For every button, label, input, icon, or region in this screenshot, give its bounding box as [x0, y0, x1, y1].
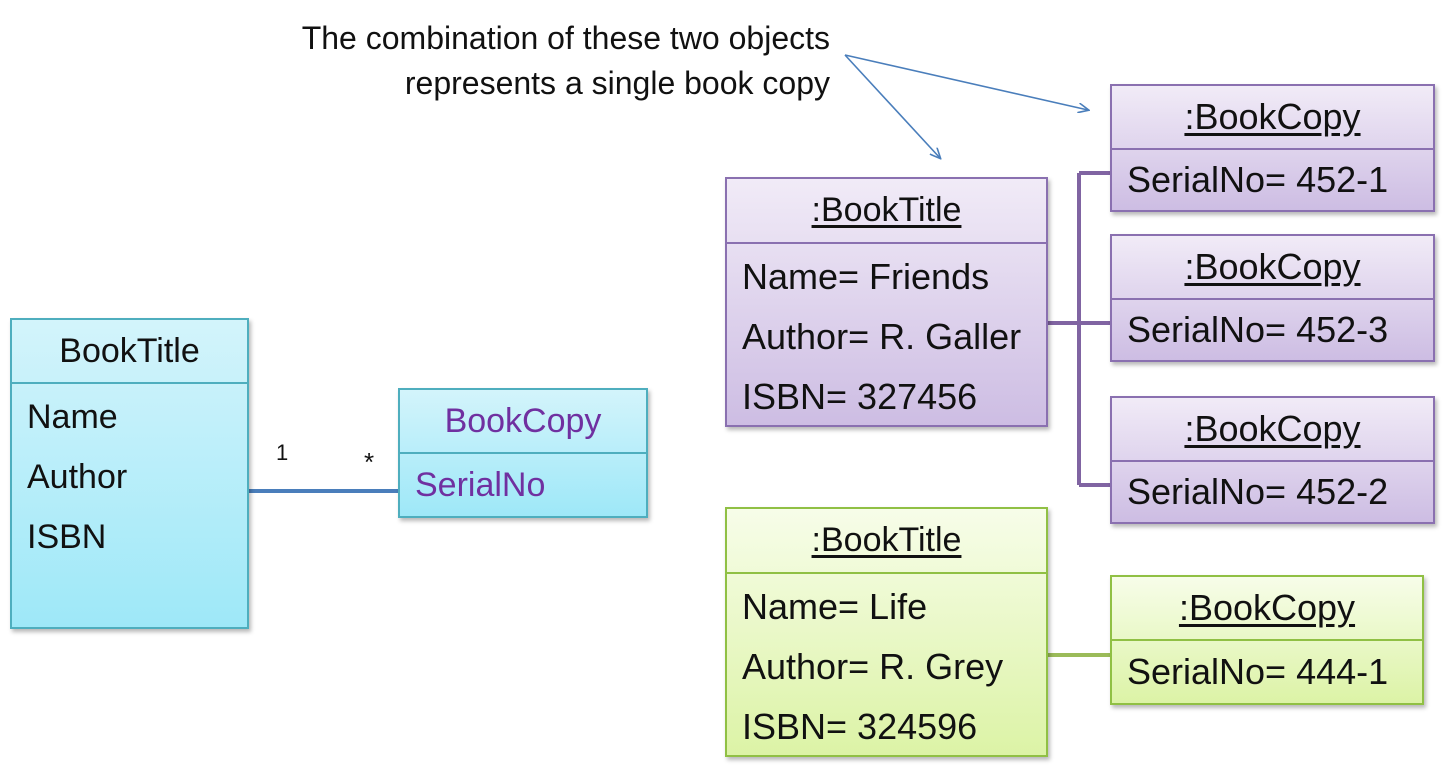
object-bookcopy-452-2: :BookCopy SerialNo= 452-2	[1110, 396, 1435, 524]
object-attr-serial: SerialNo= 452-3	[1127, 309, 1389, 350]
object-header: :BookTitle	[727, 509, 1046, 574]
annotation-note: The combination of these two objects rep…	[301, 20, 830, 101]
object-bookcopy-444-1: :BookCopy SerialNo= 444-1	[1110, 575, 1424, 705]
object-attr-isbn: ISBN= 324596	[742, 706, 978, 747]
purple-object-links	[1048, 171, 1110, 487]
object-attr-serial: SerialNo= 452-2	[1127, 471, 1389, 512]
multiplicity-one: 1	[276, 440, 289, 465]
class-bookcopy: BookCopy SerialNo	[398, 388, 648, 518]
class-booktitle: BookTitle Name Author ISBN	[10, 318, 249, 629]
object-header: :BookCopy	[1112, 398, 1433, 462]
object-attr-name: Name= Life	[742, 586, 928, 627]
object-header: :BookTitle	[727, 179, 1046, 244]
class-bookcopy-name: BookCopy	[400, 390, 646, 454]
annotation-arrow-to-bookcopy	[844, 54, 1088, 110]
annotation-arrow-to-booktitle	[844, 54, 940, 158]
class-bookcopy-attr-serialno: SerialNo	[415, 465, 546, 504]
object-booktitle-friends: :BookTitle Name= Friends Author= R. Gall…	[725, 177, 1048, 427]
class-booktitle-name: BookTitle	[12, 320, 247, 384]
object-attr-serial: SerialNo= 444-1	[1127, 651, 1389, 692]
object-attr-isbn: ISBN= 327456	[742, 376, 978, 417]
object-attr-serial: SerialNo= 452-1	[1127, 159, 1389, 200]
object-booktitle-life: :BookTitle Name= Life Author= R. Grey IS…	[725, 507, 1048, 757]
object-bookcopy-452-3: :BookCopy SerialNo= 452-3	[1110, 234, 1435, 362]
class-booktitle-attr-author: Author	[27, 457, 128, 496]
class-booktitle-attr-isbn: ISBN	[27, 517, 107, 556]
object-bookcopy-452-1: :BookCopy SerialNo= 452-1	[1110, 84, 1435, 212]
object-attr-author: Author= R. Grey	[742, 646, 1004, 687]
class-booktitle-attr-name: Name	[27, 397, 118, 436]
object-attr-name: Name= Friends	[742, 256, 990, 297]
object-attr-author: Author= R. Galler	[742, 316, 1022, 357]
object-header: :BookCopy	[1112, 86, 1433, 150]
object-header: :BookCopy	[1112, 236, 1433, 300]
object-header: :BookCopy	[1112, 577, 1422, 641]
multiplicity-many: *	[364, 447, 375, 477]
